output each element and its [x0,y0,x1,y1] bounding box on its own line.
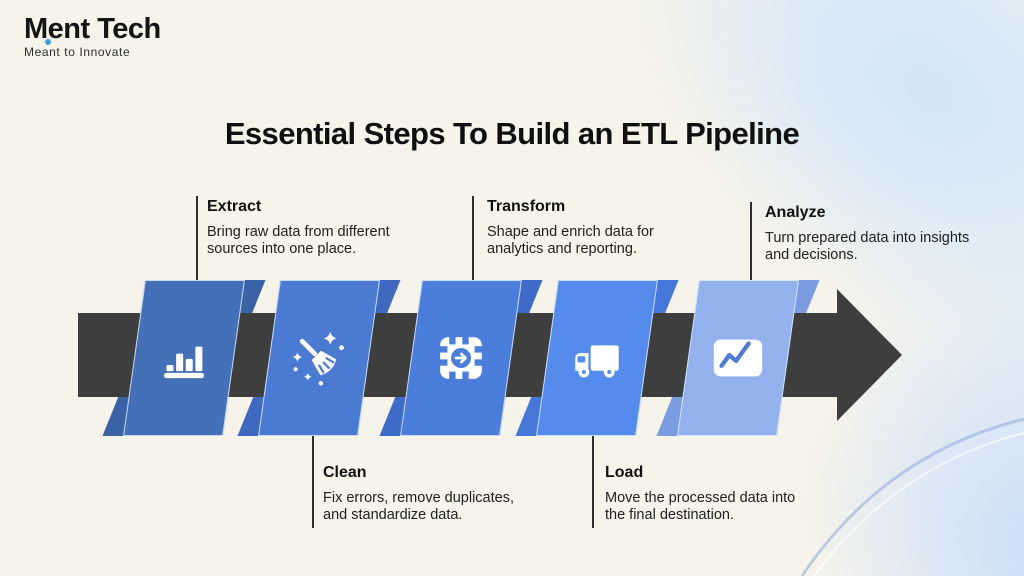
step-card-load [515,280,679,436]
connector-transform [472,196,474,281]
step-card-extract [102,280,266,436]
card-front [400,280,522,436]
pipeline-arrowhead [837,289,902,421]
step-card-transform [379,280,543,436]
connector-analyze [750,202,752,281]
card-front [536,280,658,436]
trend-chart-icon [713,339,763,377]
card-front [677,280,799,436]
page-title: Essential Steps To Build an ETL Pipeline [224,115,800,151]
logo-dot-icon [45,39,51,45]
step-label-clean: Clean Fix errors, remove duplicates, and… [323,464,535,524]
step-description: Turn prepared data into insights and dec… [765,230,970,263]
broom-icon [292,331,344,386]
step-card-clean [237,280,401,436]
step-title: Load [605,464,644,481]
step-card-analyze [656,280,820,436]
logo-tagline: Meant to Innovate [24,45,131,60]
step-label-analyze: Analyze Turn prepared data into insights… [765,204,993,264]
card-front [258,280,380,436]
connector-clean [312,436,314,528]
step-label-load: Load Move the processed data into the fi… [605,464,817,524]
logo: Ment Tech Meant to Innovate [24,14,161,60]
bar-chart-icon [163,346,205,379]
step-description: Bring raw data from different sources in… [207,224,390,257]
step-label-transform: Transform Shape and enrich data for anal… [487,198,677,258]
step-title: Clean [323,464,367,481]
step-title: Transform [487,198,566,215]
truck-icon [575,345,619,378]
step-description: Fix errors, remove duplicates, and stand… [323,490,514,523]
step-description: Move the processed data into the final d… [605,490,796,523]
card-front [123,280,245,436]
connector-extract [196,196,198,281]
chip-arrow-icon [438,335,484,381]
step-title: Extract [207,198,262,215]
step-description: Shape and enrich data for analytics and … [487,224,654,257]
connector-load [592,436,594,528]
step-title: Analyze [765,204,826,221]
step-label-extract: Extract Bring raw data from different so… [207,198,407,258]
